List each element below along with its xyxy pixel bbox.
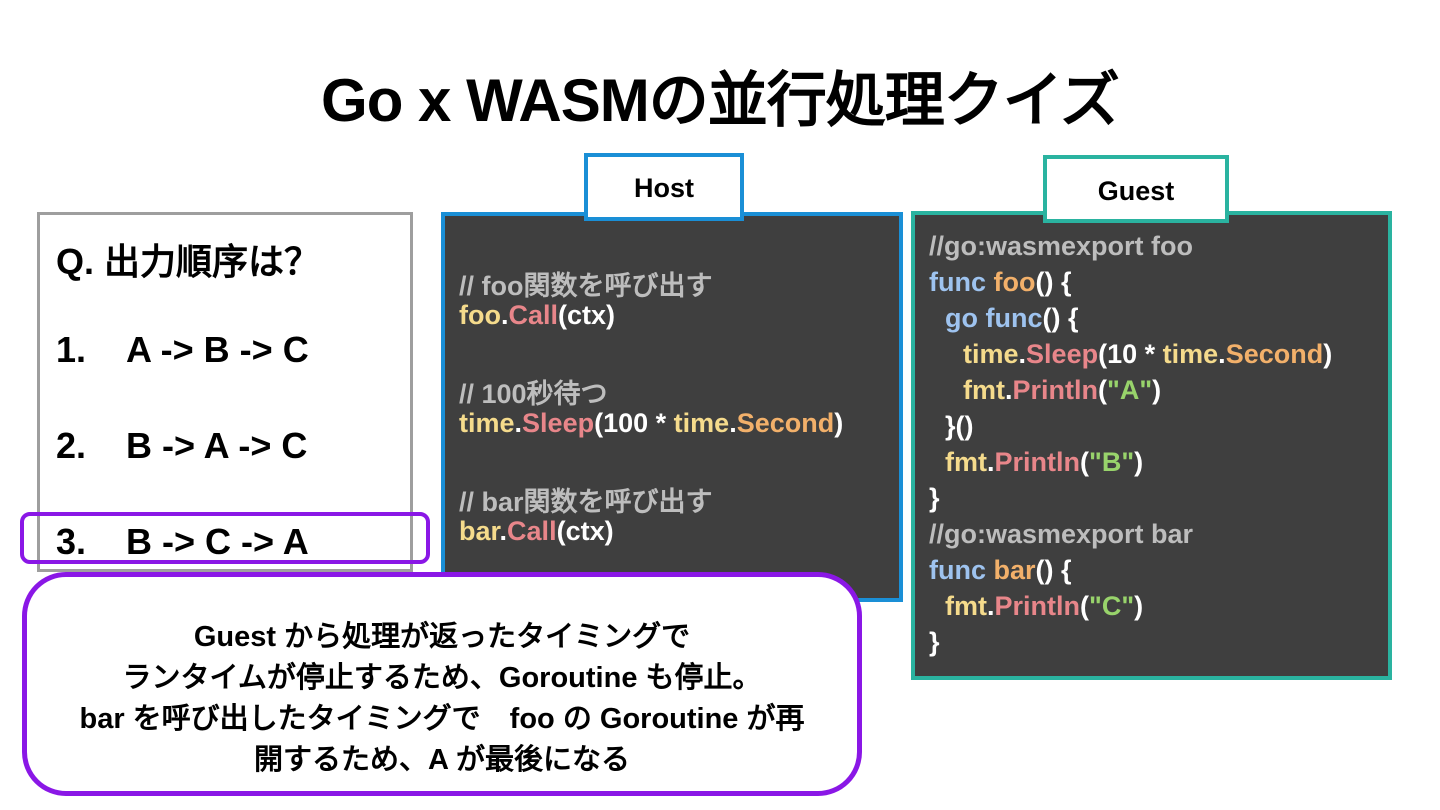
host-comment-3: // bar関数を呼び出す: [459, 487, 713, 517]
option-1-text: A -> B -> C: [126, 329, 309, 370]
answer-line-3: bar を呼び出したタイミングで foo の Goroutine が再: [79, 703, 805, 735]
host-code-panel: // foo関数を呼び出す foo.Call(ctx) // 100秒待つ ti…: [441, 212, 903, 602]
guest-close-go: }(): [945, 411, 974, 441]
guest-close-foo: }: [929, 483, 940, 513]
answer-highlight-frame: [20, 512, 430, 564]
option-3-text: B -> C -> A: [126, 521, 309, 562]
guest-close-bar: }: [929, 627, 940, 657]
guest-directive-foo: //go:wasmexport foo: [929, 231, 1194, 261]
guest-tab-label: Guest: [1043, 155, 1229, 223]
option-2-text: B -> A -> C: [126, 425, 308, 466]
answer-line-4: 開するため、A が最後になる: [254, 744, 630, 776]
host-comment-1: // foo関数を呼び出す: [459, 271, 713, 301]
guest-func-bar: func bar() {: [929, 555, 1072, 585]
guest-println-b: fmt.Println("B"): [945, 447, 1144, 477]
guest-sleep-line: time.Sleep(10 * time.Second): [963, 339, 1333, 369]
slide-title: Go x WASMの並行処理クイズ: [321, 67, 1120, 134]
guest-go-func: go func() {: [945, 303, 1079, 333]
option-1-number: 1.: [56, 329, 87, 370]
guest-println-a: fmt.Println("A"): [963, 375, 1162, 405]
option-3-number: 3.: [56, 521, 87, 562]
question-title: Q. 出力順序は？: [56, 241, 321, 282]
guest-code-panel: //go:wasmexport foo func foo() { go func…: [911, 211, 1392, 680]
host-code-line-3: bar.Call(ctx): [459, 516, 614, 546]
answer-line-1: Guest から処理が返ったタイミングで: [193, 621, 691, 653]
option-3: 3. B -> C -> A: [56, 521, 309, 563]
guest-directive-bar: //go:wasmexport bar: [929, 519, 1194, 549]
option-1: 1. A -> B -> C: [56, 329, 309, 371]
option-2: 2. B -> A -> C: [56, 425, 307, 467]
answer-line-2: ランタイムが停止するため、Goroutine も停止。: [122, 662, 762, 694]
guest-func-foo: func foo() {: [929, 267, 1072, 297]
host-code-line-1: foo.Call(ctx): [459, 300, 616, 330]
host-code-line-2: time.Sleep(100 * time.Second): [459, 408, 844, 438]
guest-println-c: fmt.Println("C"): [945, 591, 1144, 621]
answer-explanation-box: Guest から処理が返ったタイミングで ランタイムが停止するため、Gorout…: [22, 572, 862, 796]
host-comment-2: // 100秒待つ: [459, 379, 608, 409]
host-tab-label: Host: [584, 153, 744, 221]
option-2-number: 2.: [56, 425, 87, 466]
